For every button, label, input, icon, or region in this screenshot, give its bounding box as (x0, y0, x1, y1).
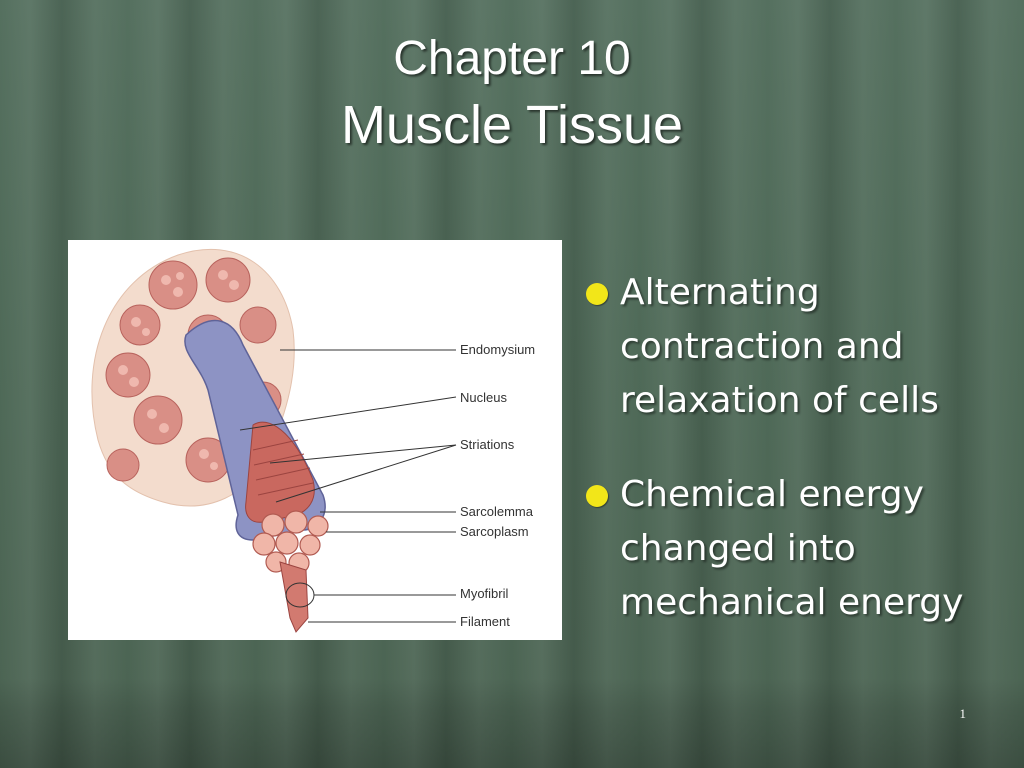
label-nucleus: Nucleus (460, 390, 507, 405)
bullet-item: Alternating contraction and relaxation o… (582, 266, 1002, 428)
muscle-diagram: Endomysium Nucleus Striations Sarcolemma… (91, 248, 535, 633)
bullet-dot-icon (586, 485, 608, 507)
bullet-item: Chemical energy changed into mechanical … (582, 468, 1002, 630)
label-sarcoplasm: Sarcoplasm (460, 524, 529, 539)
label-sarcolemma: Sarcolemma (460, 504, 534, 519)
title-line-2: Muscle Tissue (340, 95, 684, 155)
title-line-1: Chapter 10 (393, 32, 631, 85)
leader-lines (239, 349, 457, 623)
label-myofibril: Myofibril (460, 586, 509, 601)
bullet-text: Chemical energy changed into mechanical … (620, 474, 964, 623)
sarcolemma-layer (245, 421, 315, 523)
bullet-dot-icon (586, 283, 608, 305)
fiber-bundle-texture (118, 270, 239, 470)
label-striations: Striations (460, 437, 515, 452)
label-filament: Filament (460, 614, 510, 629)
bullet-list: Alternating contraction and relaxation o… (582, 266, 1002, 670)
page-number: 1 (959, 706, 967, 721)
myofibril-ends (252, 510, 329, 574)
curtain-fringe (0, 678, 1024, 768)
bullet-text: Alternating contraction and relaxation o… (620, 272, 939, 421)
slide-title: Chapter 10 Muscle Tissue (0, 28, 1024, 160)
muscle-fiber-illustration: Endomysium Nucleus Striations Sarcolemma… (68, 240, 562, 640)
myofibril-strand (279, 561, 309, 633)
striations (252, 439, 314, 496)
label-endomysium: Endomysium (460, 342, 535, 357)
